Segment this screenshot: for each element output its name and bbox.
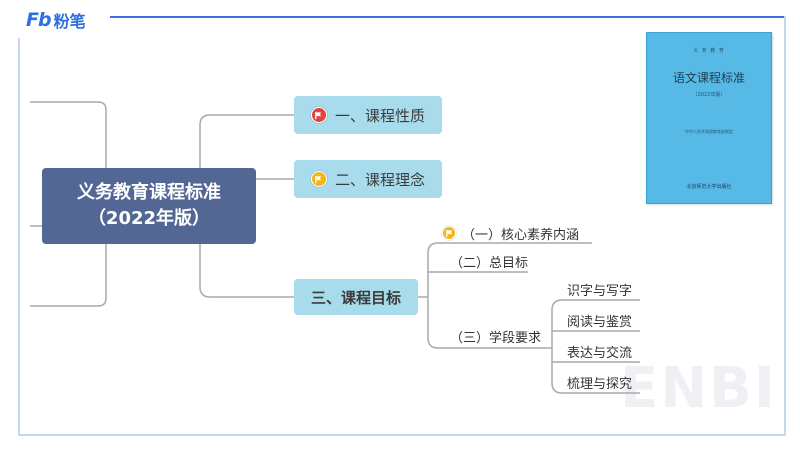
frame-top-line (110, 16, 786, 18)
leaf-reading-appreciation[interactable]: 阅读与鉴赏 (567, 309, 632, 331)
yellow-flag-icon (310, 171, 327, 187)
watermark-text: ENBI (620, 356, 777, 421)
brand-name: 粉笔 (53, 12, 86, 31)
root-edition: （2022年版） (87, 208, 211, 229)
brand-mark: Fb (26, 9, 52, 31)
leaf-label: 阅读与鉴赏 (567, 314, 633, 330)
trunk-connector (199, 114, 294, 298)
leaf-label: 识字与写字 (567, 283, 633, 299)
sub-label: （二）总目标 (450, 255, 529, 271)
leaf-label: 表达与交流 (567, 345, 633, 361)
branch-label: 三、课程目标 (310, 288, 401, 307)
frame-right-line (784, 16, 786, 436)
leaf-organize-explore[interactable]: 梳理与探究 (567, 371, 632, 393)
branch-course-goals[interactable]: 三、课程目标 (294, 279, 418, 315)
book-top-line: 义 务 教 育 (693, 48, 725, 54)
branch-label: 一、课程性质 (334, 106, 425, 125)
tertiary-trunk (551, 299, 563, 394)
branch-course-philosophy[interactable]: 二、课程理念 (294, 160, 442, 198)
brand-logo: Fb 粉笔 (26, 8, 86, 32)
leaf-literacy-writing[interactable]: 识字与写字 (567, 278, 632, 300)
book-publisher: 中华人民共和国教育部制定 (685, 129, 733, 134)
leaf-expression-communication[interactable]: 表达与交流 (567, 340, 632, 362)
book-press: 北京师范大学出版社 (686, 184, 732, 190)
branch-course-nature[interactable]: 一、课程性质 (294, 96, 442, 134)
sub-overall-goal[interactable]: （二）总目标 (450, 250, 528, 272)
root-node[interactable]: 义务教育课程标准 （2022年版） (42, 168, 256, 244)
book-title: 语文课程标准 (672, 71, 745, 85)
red-flag-icon (310, 107, 327, 123)
sub-stage-requirements[interactable]: （三）学段要求 (450, 325, 541, 347)
root-title: 义务教育课程标准 (77, 182, 221, 203)
branch-label: 二、课程理念 (334, 170, 425, 189)
yellow-flag-icon (442, 226, 456, 240)
sub-label: （三）学段要求 (450, 330, 542, 346)
frame-left-line (18, 38, 20, 436)
branch3-trunk (427, 242, 439, 349)
sub-core-literacy[interactable]: （一）核心素养内涵 (442, 222, 579, 244)
frame-bottom-line (18, 434, 786, 436)
book-cover-image: 义 务 教 育 语文课程标准 （2022年版） 中华人民共和国教育部制定 北京师… (646, 32, 772, 204)
sub-label: （一）核心素养内涵 (462, 227, 580, 243)
leaf-label: 梳理与探究 (567, 376, 633, 392)
book-edition: （2022年版） (692, 92, 726, 98)
